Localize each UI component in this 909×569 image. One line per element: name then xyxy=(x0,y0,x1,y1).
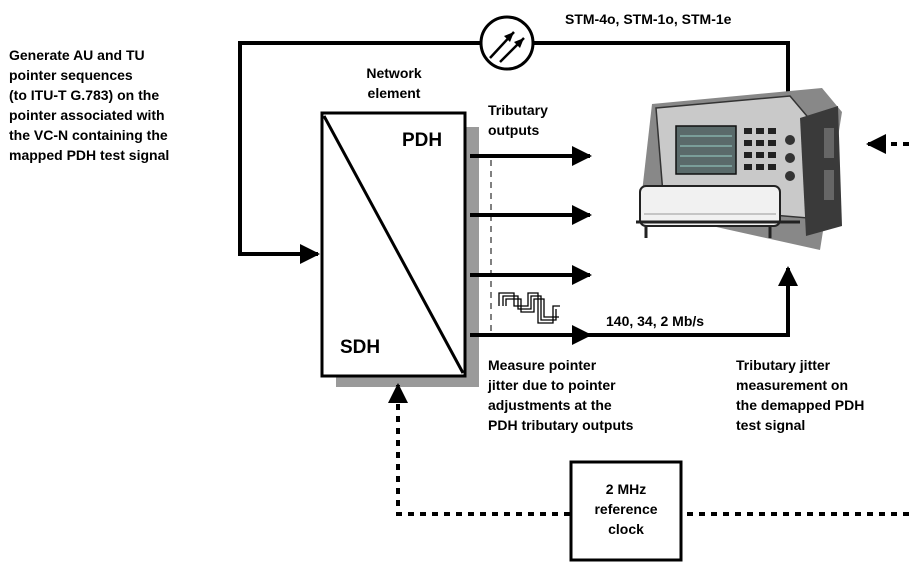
network-element-diagonal xyxy=(322,115,465,374)
tributary-jitter-line-4: test signal xyxy=(736,417,805,433)
rate-label: 140, 34, 2 Mb/s xyxy=(606,313,704,329)
reference-clock-box xyxy=(569,460,683,562)
measure-line-3: adjustments at the xyxy=(488,397,612,413)
generate-line-2: pointer sequences xyxy=(9,67,133,83)
network-element-label-1: Network xyxy=(366,65,421,81)
tributary-jitter-line-2: measurement on xyxy=(736,377,848,393)
measure-line-2: jitter due to pointer xyxy=(487,377,616,393)
stm-label: STM-4o, STM-1o, STM-1e xyxy=(565,11,732,27)
optical-source-icon xyxy=(479,15,535,71)
generate-line-6: mapped PDH test signal xyxy=(9,147,169,163)
reference-clock-line-2: reference xyxy=(594,501,657,517)
test-instrument-icon xyxy=(636,88,842,250)
tributary-jitter-line-3: the demapped PDH xyxy=(736,397,864,413)
sdh-label: SDH xyxy=(340,337,380,358)
clock-dotted-line-left xyxy=(388,383,570,516)
measure-line-1: Measure pointer xyxy=(488,357,597,373)
tributary-outputs-label-1: Tributary xyxy=(488,102,548,118)
tributary-jitter-line-1: Tributary jitter xyxy=(736,357,831,373)
stm-signal-loop xyxy=(238,41,790,264)
generate-line-3: (to ITU-T G.783) on the xyxy=(9,87,159,103)
tributary-outputs-label-2: outputs xyxy=(488,122,540,138)
measure-line-4: PDH tributary outputs xyxy=(488,417,634,433)
generate-line-5: the VC-N containing the xyxy=(9,127,168,143)
jitter-waveform-icon xyxy=(498,292,560,324)
reference-clock-line-1: 2 MHz xyxy=(606,481,646,497)
reference-clock-line-3: clock xyxy=(608,521,644,537)
generate-line-1: Generate AU and TU xyxy=(9,47,145,63)
generate-line-4: pointer associated with xyxy=(9,107,165,123)
network-element-label-2: element xyxy=(368,85,421,101)
pdh-label: PDH xyxy=(402,130,442,151)
